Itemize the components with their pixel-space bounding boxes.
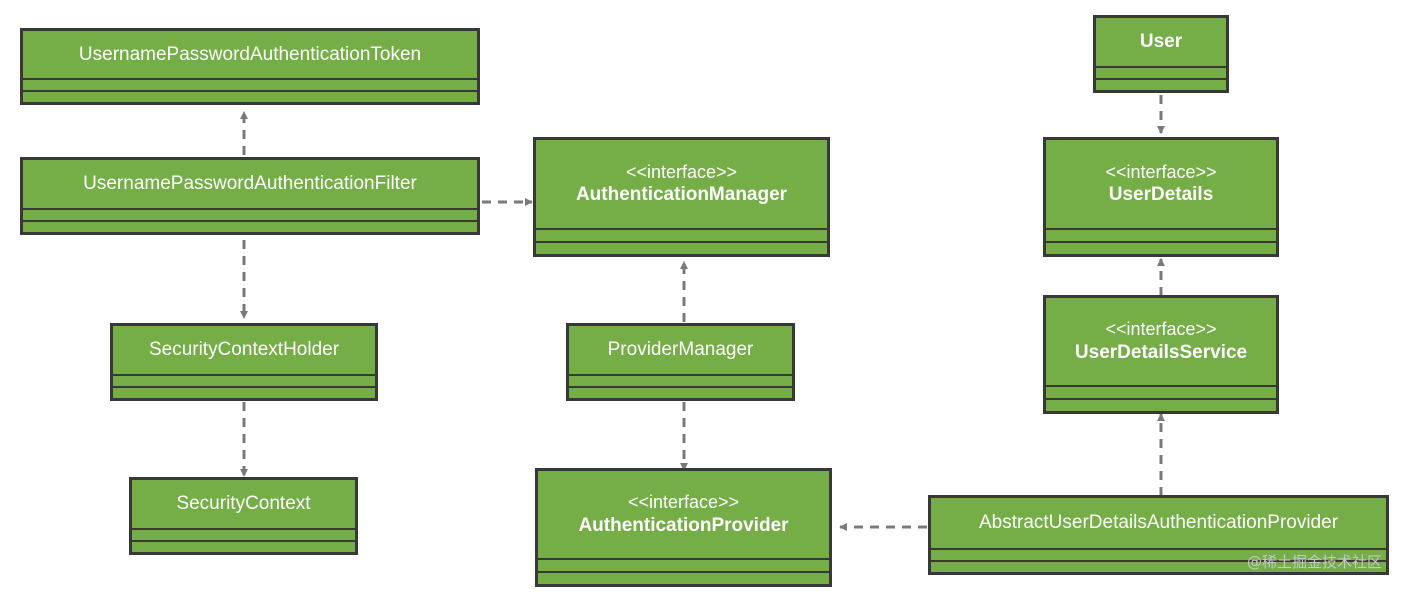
- class-name-area: UsernamePasswordAuthenticationFilter: [23, 160, 477, 208]
- interface-name-area: <<interface>> AuthenticationProvider: [538, 471, 829, 558]
- class-box-username-password-authentication-filter[interactable]: UsernamePasswordAuthenticationFilter: [20, 157, 480, 235]
- class-name-area: AbstractUserDetailsAuthenticationProvide…: [931, 498, 1386, 548]
- class-name-area: SecurityContextHolder: [113, 326, 375, 374]
- attributes-section: [538, 558, 829, 571]
- methods-section: [569, 386, 792, 398]
- stereotype-label: <<interface>>: [627, 492, 740, 513]
- methods-section: [536, 241, 827, 254]
- methods-section: [931, 560, 1386, 572]
- methods-section: [538, 571, 829, 584]
- attributes-section: [23, 78, 477, 90]
- stereotype-label: <<interface>>: [625, 161, 738, 182]
- interface-name-area: <<interface>> UserDetails: [1046, 140, 1276, 228]
- class-name-area: User: [1096, 18, 1226, 66]
- class-box-security-context[interactable]: SecurityContext: [129, 477, 358, 555]
- methods-section: [1046, 241, 1276, 254]
- attributes-section: [536, 228, 827, 241]
- class-title: ProviderManager: [607, 339, 754, 361]
- methods-section: [1096, 78, 1226, 90]
- interface-box-user-details-service[interactable]: <<interface>> UserDetailsService: [1043, 295, 1279, 414]
- interface-title: UserDetailsService: [1074, 341, 1248, 363]
- interface-box-user-details[interactable]: <<interface>> UserDetails: [1043, 137, 1279, 257]
- class-title: UsernamePasswordAuthenticationFilter: [83, 173, 417, 195]
- interface-title: AuthenticationManager: [575, 184, 788, 206]
- attributes-section: [23, 208, 477, 220]
- class-name-area: SecurityContext: [132, 480, 355, 528]
- class-title: AbstractUserDetailsAuthenticationProvide…: [978, 512, 1339, 534]
- attributes-section: [1096, 66, 1226, 78]
- stereotype-label: <<interface>>: [1105, 319, 1217, 340]
- interface-title: UserDetails: [1108, 184, 1214, 206]
- attributes-section: [1046, 228, 1276, 241]
- interface-name-area: <<interface>> UserDetailsService: [1046, 298, 1276, 385]
- class-box-username-password-authentication-token[interactable]: UsernamePasswordAuthenticationToken: [20, 28, 480, 105]
- class-title: SecurityContextHolder: [148, 339, 340, 361]
- methods-section: [23, 90, 477, 102]
- attributes-section: [113, 374, 375, 386]
- methods-section: [1046, 398, 1276, 411]
- methods-section: [23, 220, 477, 232]
- methods-section: [113, 386, 375, 398]
- class-name-area: ProviderManager: [569, 326, 792, 374]
- class-title: User: [1139, 31, 1183, 53]
- class-box-abstract-user-details-authentication-provider[interactable]: AbstractUserDetailsAuthenticationProvide…: [928, 495, 1389, 575]
- watermark-text: @稀土掘金技术社区: [1246, 553, 1382, 571]
- class-name-area: UsernamePasswordAuthenticationToken: [23, 31, 477, 78]
- attributes-section: [931, 548, 1386, 560]
- attributes-section: [569, 374, 792, 386]
- attributes-section: [132, 528, 355, 540]
- class-title: UsernamePasswordAuthenticationToken: [78, 43, 422, 65]
- stereotype-label: <<interface>>: [1105, 161, 1217, 182]
- class-box-user[interactable]: User: [1093, 15, 1229, 93]
- attributes-section: [1046, 385, 1276, 398]
- class-box-security-context-holder[interactable]: SecurityContextHolder: [110, 323, 378, 401]
- interface-name-area: <<interface>> AuthenticationManager: [536, 140, 827, 228]
- interface-box-authentication-provider[interactable]: <<interface>> AuthenticationProvider: [535, 468, 832, 587]
- interface-title: AuthenticationProvider: [578, 514, 789, 536]
- interface-box-authentication-manager[interactable]: <<interface>> AuthenticationManager: [533, 137, 830, 257]
- class-box-provider-manager[interactable]: ProviderManager: [566, 323, 795, 401]
- class-title: SecurityContext: [176, 493, 311, 515]
- methods-section: [132, 540, 355, 552]
